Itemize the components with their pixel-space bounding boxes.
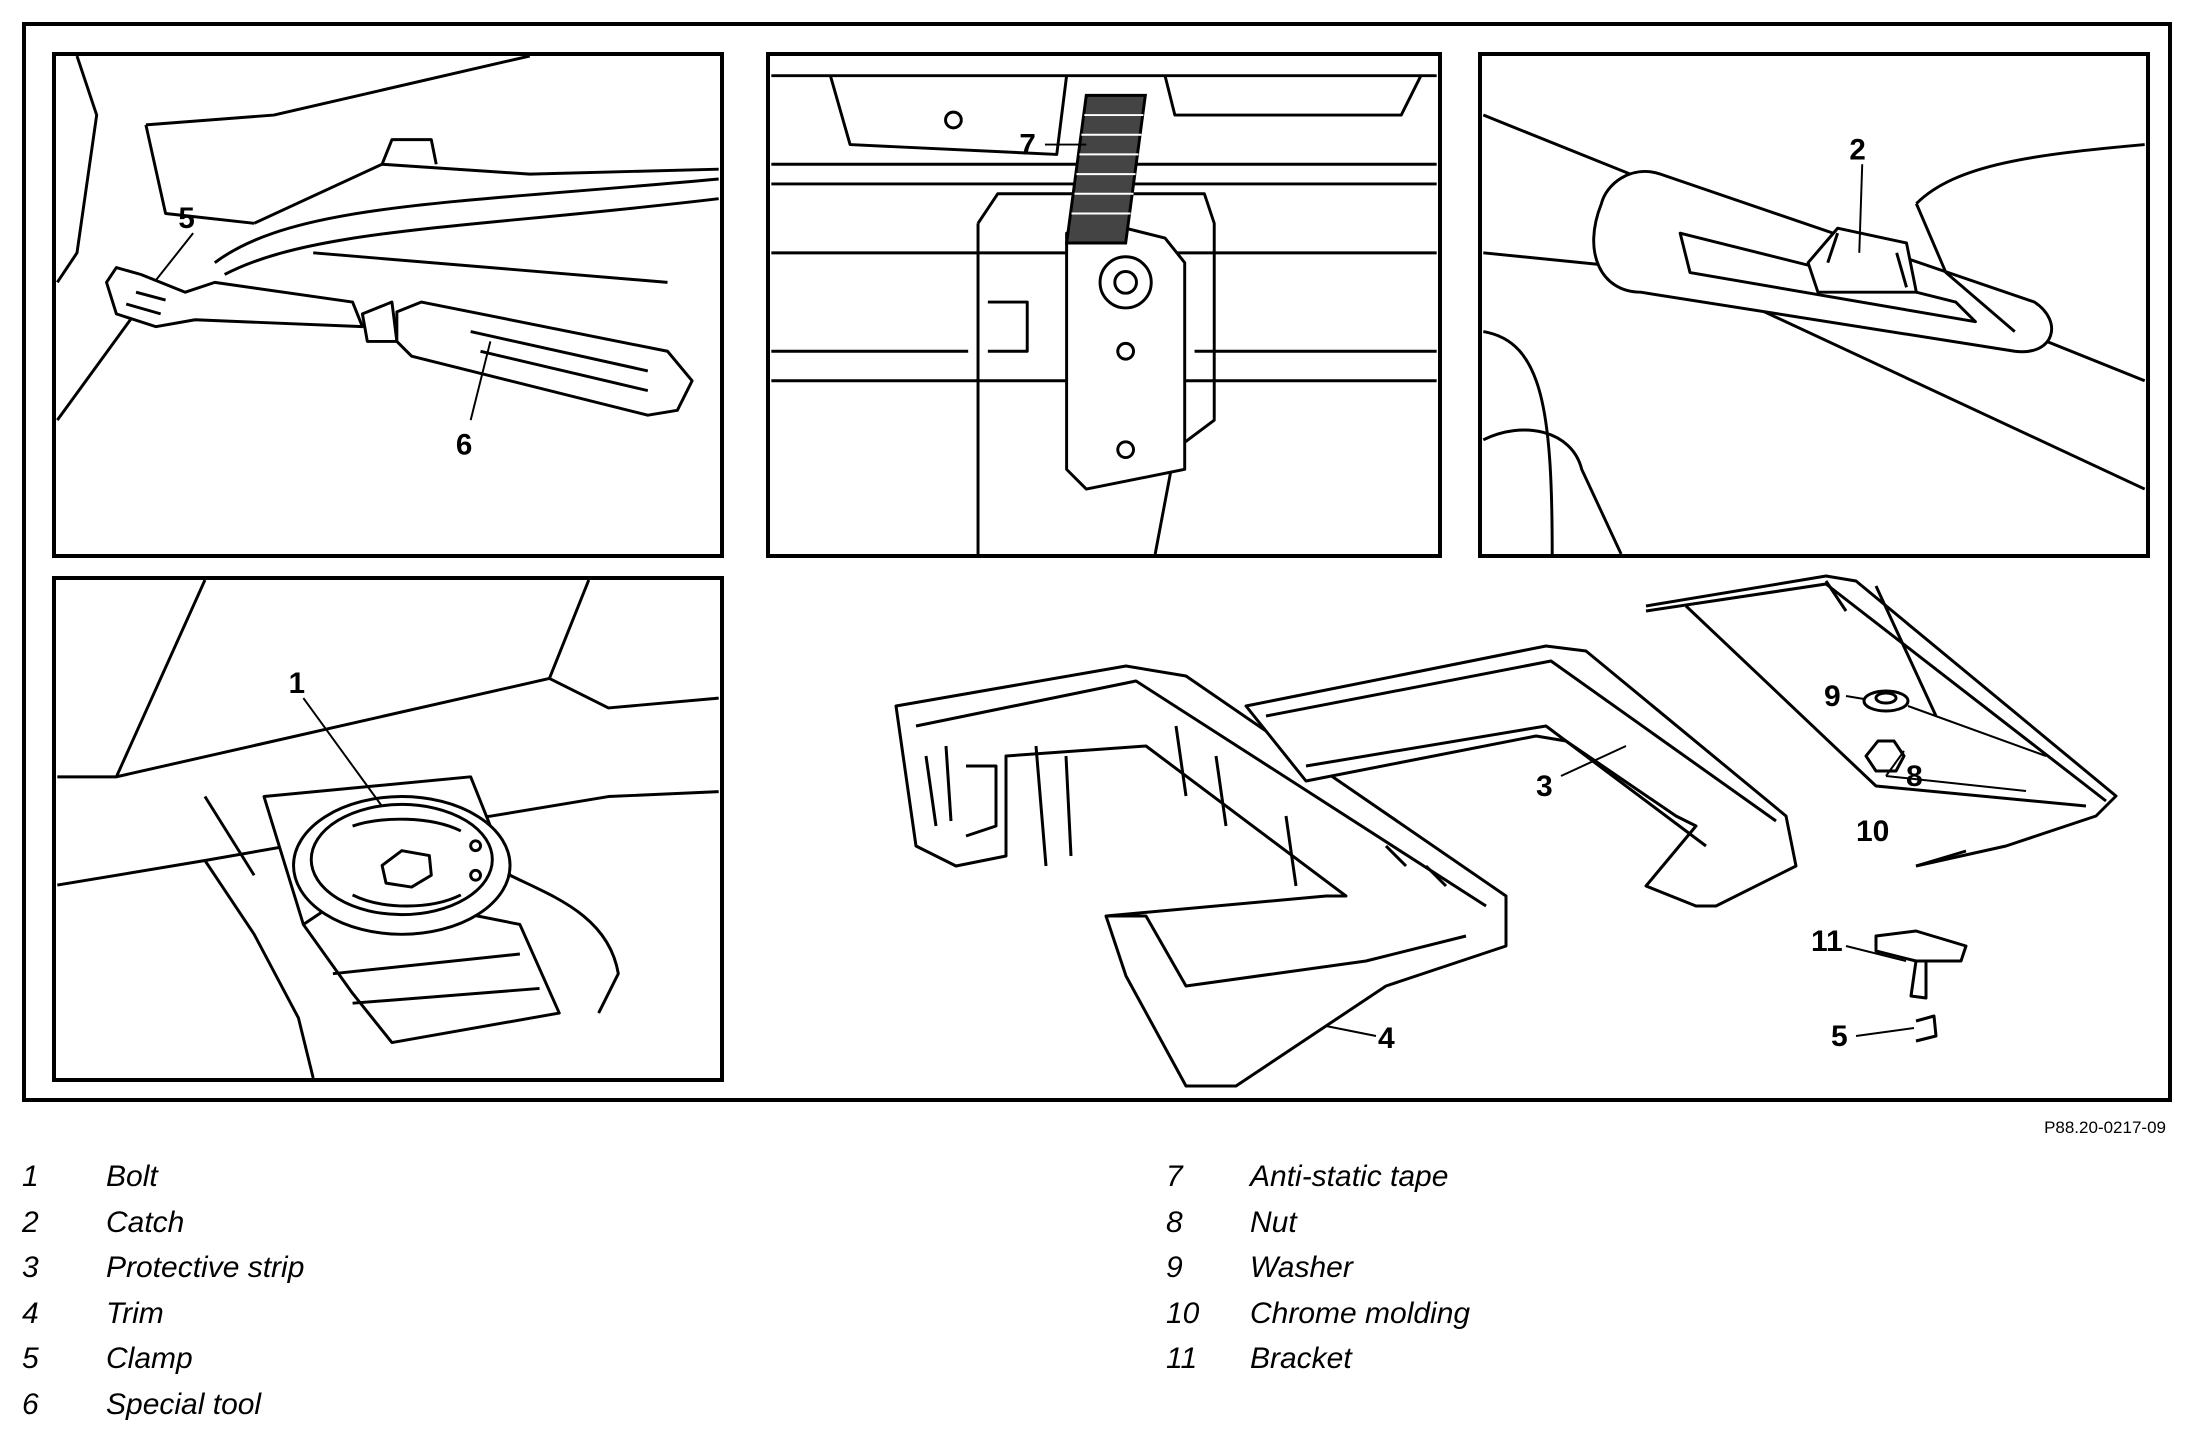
bolt-drawing: 1 xyxy=(57,580,719,1078)
bumper-exploded-view: 9 8 3 10 11 5 4 xyxy=(766,566,2150,1096)
legend-label: Bracket xyxy=(1250,1342,1352,1375)
exploded-diagram: 5 6 xyxy=(22,22,2172,1102)
callout-9: 9 xyxy=(1824,680,1841,713)
legend-number: 9 xyxy=(1166,1251,1183,1284)
callout-10: 10 xyxy=(1856,815,1889,848)
callout-2: 2 xyxy=(1849,133,1865,166)
legend-label: Anti-static tape xyxy=(1250,1160,1449,1193)
legend-label: Chrome molding xyxy=(1250,1296,1471,1330)
detail-panel-catch: 2 xyxy=(1478,52,2150,558)
special-tool-drawing: 5 6 xyxy=(56,56,719,462)
callout-1: 1 xyxy=(289,667,305,700)
legend-number: 10 xyxy=(1166,1296,1200,1330)
callout-5: 5 xyxy=(178,202,194,235)
legend-number: 6 xyxy=(22,1387,39,1421)
legend-label: Catch xyxy=(106,1205,185,1239)
legend-label: Clamp xyxy=(106,1342,193,1375)
callout-7: 7 xyxy=(1019,128,1035,161)
legend-label: Trim xyxy=(106,1296,164,1330)
legend-number: 8 xyxy=(1166,1205,1183,1239)
legend-label: Bolt xyxy=(106,1160,158,1193)
callout-4: 4 xyxy=(1378,1022,1395,1055)
bumper-drawing: 9 8 3 10 11 5 4 xyxy=(894,574,2118,1088)
legend-number: 5 xyxy=(22,1342,39,1375)
legend-number: 7 xyxy=(1166,1160,1183,1193)
catch-drawing: 2 xyxy=(1482,113,2146,554)
anti-static-tape-drawing: 7 xyxy=(771,74,1437,554)
callout-11: 11 xyxy=(1811,925,1843,958)
callout-5: 5 xyxy=(1831,1020,1848,1053)
detail-panel-anti-static-tape: 7 xyxy=(766,52,1442,558)
figure-reference-code: P88.20-0217-09 xyxy=(2044,1118,2166,1137)
legend-label: Protective strip xyxy=(106,1251,305,1284)
legend-number: 3 xyxy=(22,1251,39,1284)
legend-number: 2 xyxy=(22,1205,39,1239)
callout-3: 3 xyxy=(1536,770,1553,803)
detail-panel-special-tool: 5 6 xyxy=(52,52,724,558)
legend-label: Special tool xyxy=(106,1387,262,1421)
detail-panel-bolt: 1 xyxy=(52,576,724,1082)
legend-label: Washer xyxy=(1250,1251,1353,1284)
callout-6: 6 xyxy=(456,429,472,462)
legend-label: Nut xyxy=(1250,1205,1297,1239)
callout-8: 8 xyxy=(1906,760,1923,793)
parts-legend: 1 Bolt 2 Catch 3 Protective strip 4 Trim… xyxy=(0,1160,2196,1440)
legend-number: 4 xyxy=(22,1296,39,1330)
legend-number: 11 xyxy=(1166,1342,1198,1375)
legend-number: 1 xyxy=(22,1160,39,1193)
